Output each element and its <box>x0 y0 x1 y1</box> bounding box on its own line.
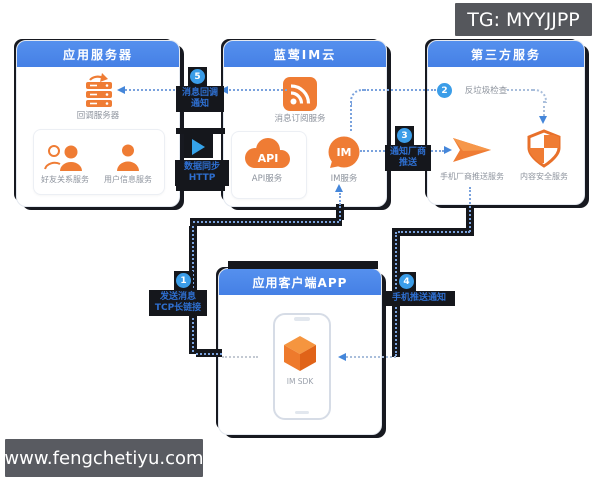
send-message-label: 发送消息 TCP长链接 <box>149 290 207 316</box>
step-badge-3: 3 <box>397 128 412 143</box>
connector-trace-sync-bottom <box>176 185 225 191</box>
rss-subscribe-icon <box>283 77 317 111</box>
client-left-line <box>222 356 258 358</box>
friends-service-label: 好友关系服务 <box>41 175 89 184</box>
play-triangle-icon <box>192 139 205 155</box>
watermark-telegram: TG: MYYJJPP <box>455 3 592 36</box>
panel-app-server: 应用服务器 回调服务器 好友关系服务 用户信息服 <box>16 40 180 207</box>
step-badge-3-chip: 3 <box>395 126 414 145</box>
subscribe-service-label: 消息订阅服务 <box>274 114 326 124</box>
panel-im-cloud: 蓝莺IM云 消息订阅服务 API API服务 IM IM服务 <box>223 40 387 207</box>
antispam-check-label: 反垃圾检查 <box>464 86 508 96</box>
notify-vendor-line1: 通知厂商 <box>389 147 426 157</box>
user-icon <box>117 144 139 171</box>
notify-vendor-label: 通知厂商 推送 <box>385 145 431 171</box>
antispam-line-right <box>507 89 533 91</box>
send-line-stub <box>339 206 341 221</box>
antispam-line-up <box>350 101 352 131</box>
paper-plane-icon <box>453 138 491 162</box>
notify-vendor-line2: 推送 <box>398 158 417 168</box>
send-arrowhead-icon <box>335 184 343 192</box>
push-line-across <box>398 231 470 233</box>
antispam-line-across <box>364 89 436 91</box>
watermark-website: www.fengchetiyu.com <box>4 439 204 477</box>
push-line-down <box>469 187 471 232</box>
im-icon-text: IM <box>336 146 351 159</box>
push-line-into-client <box>346 356 396 358</box>
im-service-label: IM服务 <box>330 174 358 184</box>
callback-arrowhead-icon <box>117 86 125 94</box>
notify-vendor-arrowhead-icon <box>444 146 452 154</box>
message-callback-line1: 消息回调 <box>181 88 218 98</box>
data-sync-line1: 数据同步 <box>183 162 220 172</box>
im-bubble-icon: IM <box>328 136 360 168</box>
phone-notch <box>294 317 310 321</box>
data-sync-line2: HTTP <box>188 173 216 183</box>
message-callback-label: 消息回调 通知 <box>176 86 224 112</box>
panel-third-party: 第三方服务 2 反垃圾检查 手机厂商推送服务 内容安全服务 <box>427 40 585 205</box>
phone-homebar <box>295 411 309 414</box>
step-badge-5: 5 <box>190 69 205 84</box>
step-badge-4-chip: 4 <box>397 272 416 291</box>
friends-icon <box>44 145 82 171</box>
content-security-service-label: 内容安全服务 <box>520 172 568 181</box>
step-badge-1-chip: 1 <box>174 271 193 290</box>
phone-push-label: 手机推送通知 <box>383 291 455 306</box>
client-app-title: 应用客户端APP <box>219 269 381 295</box>
im-sdk-cube-icon <box>284 336 316 371</box>
antispam-arrowhead-icon <box>539 116 547 124</box>
phone-push-line1: 手机推送通知 <box>391 293 446 303</box>
connector-trace-client-top <box>228 261 378 269</box>
phone-frame <box>273 313 331 420</box>
message-callback-line2: 通知 <box>190 99 209 109</box>
panel-client-app: 应用客户端APP IM SDK <box>218 268 382 435</box>
callback-server-label: 回调服务器 <box>76 111 120 121</box>
antispam-line-curve2 <box>533 89 547 103</box>
antispam-line-curve <box>350 89 366 105</box>
step-badge-1: 1 <box>176 273 191 288</box>
content-security-shield-icon <box>527 129 561 168</box>
send-line-left <box>192 226 194 352</box>
callback-server-icon <box>86 73 112 107</box>
antispam-line-down <box>543 101 545 116</box>
send-message-line2: TCP长链接 <box>154 303 202 313</box>
send-message-line1: 发送消息 <box>159 292 196 302</box>
send-line-arrow-shaft <box>339 193 341 205</box>
data-sync-icon-chip <box>184 133 213 158</box>
user-info-service-label: 用户信息服务 <box>104 175 152 184</box>
connector-trace-sync-top <box>176 128 225 134</box>
push-arrowhead-icon <box>338 353 346 361</box>
api-service-label: API服务 <box>251 174 283 184</box>
callback-arrowhead2-icon <box>220 86 228 94</box>
send-line-top <box>193 221 339 223</box>
step-badge-5-chip: 5 <box>188 67 207 86</box>
api-icon-text: API <box>258 152 279 165</box>
third-party-title: 第三方服务 <box>428 41 584 67</box>
vendor-push-service-label: 手机厂商推送服务 <box>440 172 504 181</box>
app-server-title: 应用服务器 <box>17 41 179 67</box>
send-line-bottom <box>196 353 222 355</box>
step-badge-2: 2 <box>437 83 452 98</box>
data-sync-label: 数据同步 HTTP <box>175 160 229 186</box>
im-sdk-label: IM SDK <box>286 377 314 386</box>
step-badge-4: 4 <box>399 274 414 289</box>
im-cloud-title: 蓝莺IM云 <box>224 41 386 67</box>
api-cloud-icon: API <box>245 138 290 168</box>
